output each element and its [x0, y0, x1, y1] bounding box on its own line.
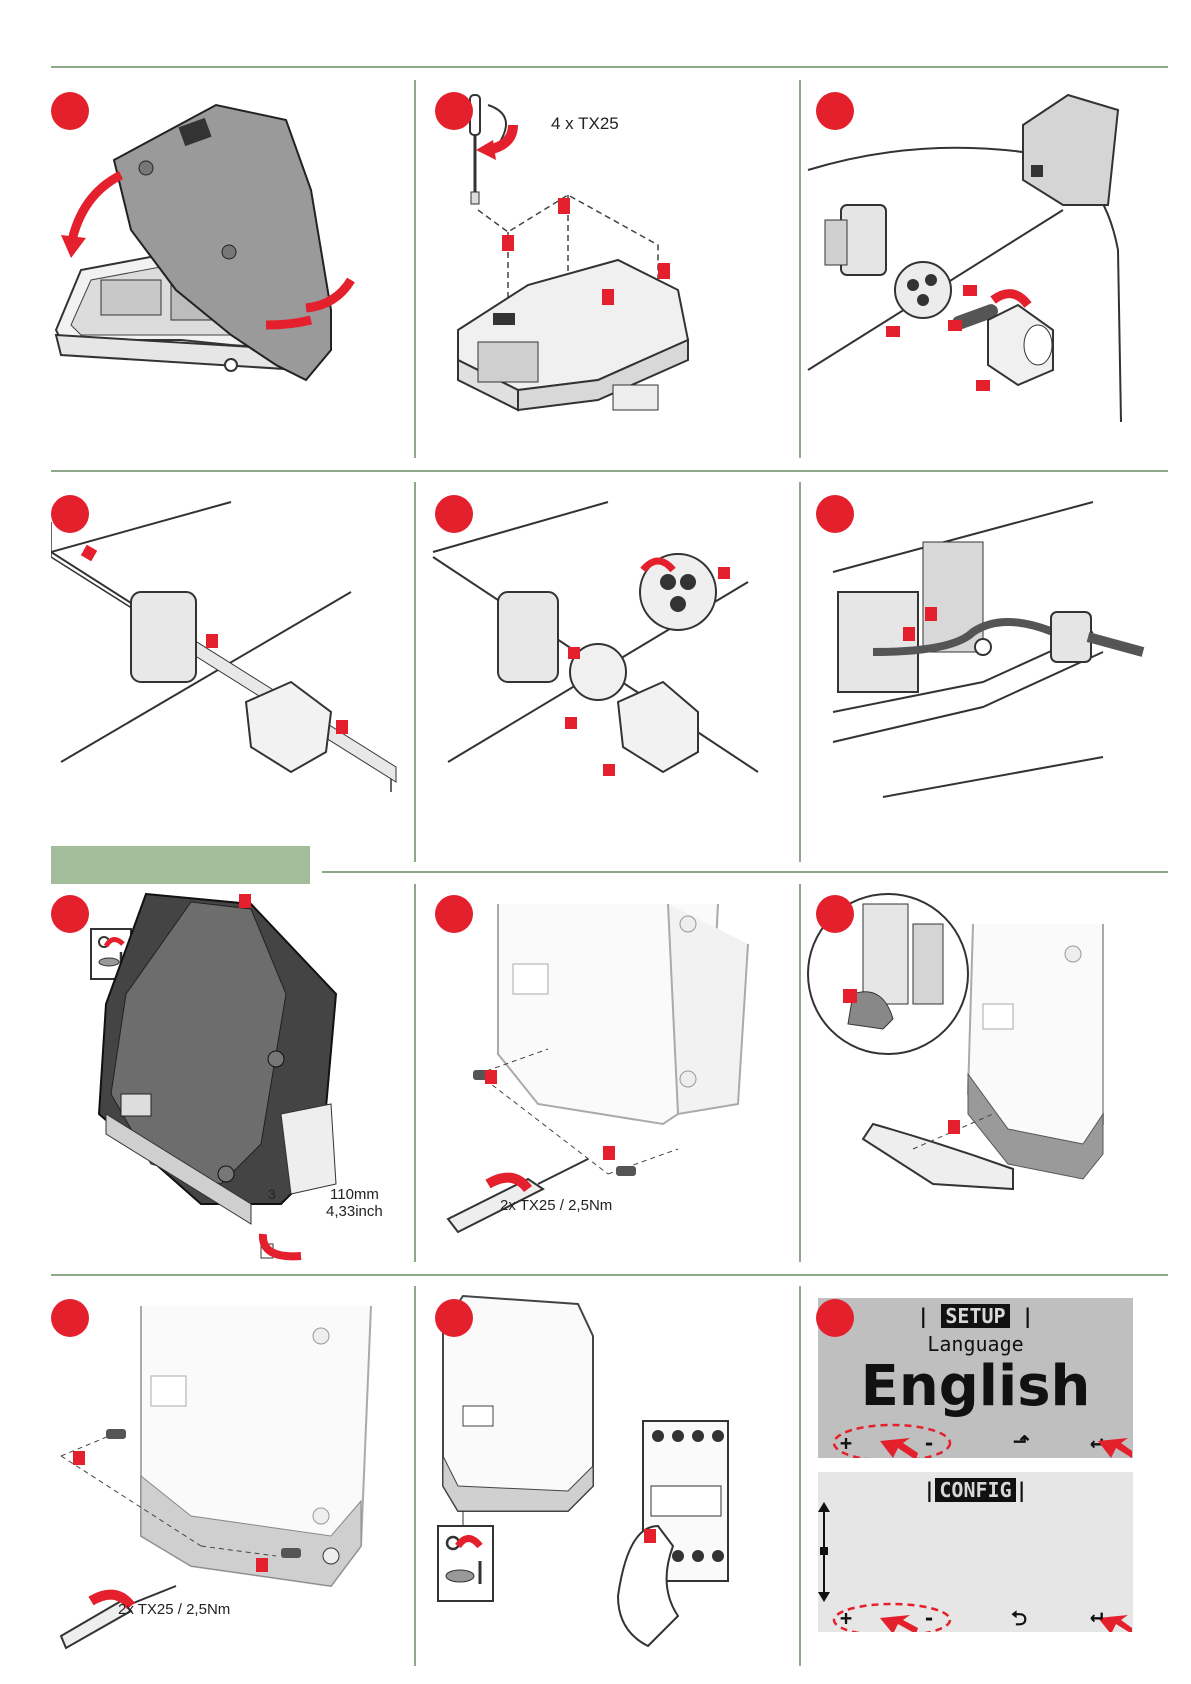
step-2-illustration	[418, 80, 796, 458]
step-10-illustration	[51, 1286, 411, 1666]
step-1-illustration	[51, 80, 411, 458]
divider-top	[51, 66, 1168, 68]
step-11-badge	[435, 1299, 473, 1337]
step-6-illustration	[803, 482, 1168, 862]
step-12-panel: | SETUP | Language English + - ⬏ ↵ |CONF…	[803, 1286, 1168, 1666]
divider-row2	[322, 871, 1168, 873]
divider-col1-a	[414, 80, 416, 458]
step-11-panel	[418, 1286, 796, 1666]
step-10-torque-label: 2x TX25 / 2,5Nm	[118, 1601, 230, 1618]
step-7-step-number: 3	[268, 1186, 276, 1202]
step-7-dimension-mm: 110mm	[330, 1186, 379, 1203]
config-minus-button[interactable]: -	[923, 1606, 935, 1630]
step-2-screw-label: 4 x TX25	[551, 114, 619, 134]
divider-row1	[51, 470, 1168, 472]
step-8-torque-label: 2x TX25 / 2,5Nm	[500, 1197, 612, 1214]
step-8-panel: 2x TX25 / 2,5Nm	[418, 884, 796, 1262]
step-5-badge	[435, 495, 473, 533]
step-6-badge	[816, 495, 854, 533]
config-enter-button[interactable]: ↵	[1090, 1603, 1103, 1628]
divider-col1-c	[414, 884, 416, 1262]
step-5-illustration	[418, 482, 796, 862]
divider-col1-d	[414, 1286, 416, 1666]
step-1-panel	[51, 80, 411, 458]
step-7-dimension-inch: 4,33inch	[326, 1203, 383, 1220]
step-9-panel	[803, 884, 1168, 1262]
divider-col1-b	[414, 482, 416, 862]
step-7-panel: 3 110mm 4,33inch	[51, 884, 411, 1262]
step-3-panel	[803, 80, 1168, 458]
step-9-illustration	[803, 884, 1168, 1262]
step-3-illustration	[803, 80, 1168, 458]
setup-display: | SETUP | Language English + - ⬏ ↵	[818, 1298, 1133, 1458]
step-8-badge	[435, 895, 473, 933]
step-4-badge	[51, 495, 89, 533]
config-plus-button[interactable]: +	[840, 1606, 852, 1630]
config-scrollbar	[818, 1472, 1133, 1632]
step-7-badge	[51, 895, 89, 933]
divider-col2-d	[799, 1286, 801, 1666]
step-4-panel	[51, 482, 411, 862]
step-3-badge	[816, 92, 854, 130]
step-2-panel: 4 x TX25	[418, 80, 796, 458]
step-1-badge	[51, 92, 89, 130]
step-10-badge	[51, 1299, 89, 1337]
step-9-badge	[816, 895, 854, 933]
setup-display-overlay	[818, 1298, 1133, 1458]
step-2-badge	[435, 92, 473, 130]
step-6-panel	[803, 482, 1168, 862]
divider-col2-a	[799, 80, 801, 458]
divider-col2-c	[799, 884, 801, 1262]
config-display: |CONFIG| + - ⮌ ↵	[818, 1472, 1133, 1632]
step-10-panel: 2x TX25 / 2,5Nm	[51, 1286, 411, 1666]
divider-col2-b	[799, 482, 801, 862]
step-11-illustration	[418, 1286, 796, 1666]
divider-row3	[51, 1274, 1168, 1276]
step-4-illustration	[51, 482, 411, 862]
step-12-badge	[816, 1299, 854, 1337]
config-back-button[interactable]: ⮌	[1011, 1604, 1027, 1638]
step-5-panel	[418, 482, 796, 862]
